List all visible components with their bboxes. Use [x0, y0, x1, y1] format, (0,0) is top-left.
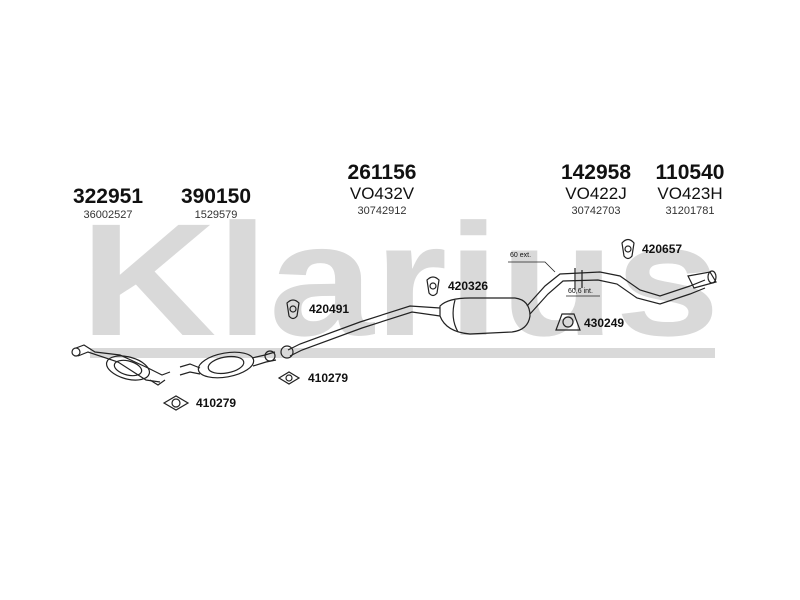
fitting-label-420657[interactable]: 420657 — [642, 242, 683, 256]
clamp-430249 — [555, 313, 581, 331]
centre-silencer — [439, 297, 531, 335]
part-code: VO432V — [349, 184, 415, 203]
part-reference: 31201781 — [665, 205, 715, 217]
fitting-label-410279-a[interactable]: 410279 — [308, 371, 349, 385]
part-322951[interactable]: 322951 36002527 — [58, 186, 158, 222]
gasket-410279-a — [277, 371, 301, 385]
catalyst-2 — [197, 351, 255, 379]
hanger-420326 — [426, 276, 440, 297]
part-reference: 1529579 — [194, 209, 238, 221]
part-code: VO423H — [657, 184, 723, 203]
part-number: 142958 — [560, 161, 632, 184]
front-pipe — [75, 344, 171, 376]
part-number: 322951 — [72, 185, 144, 208]
fitting-label-430249[interactable]: 430249 — [584, 316, 625, 330]
rear-pipe — [526, 271, 706, 307]
part-142958[interactable]: 142958 VO422J 30742703 — [546, 162, 646, 218]
part-390150[interactable]: 390150 1529579 — [166, 186, 266, 222]
hanger-420657 — [621, 238, 635, 260]
gasket-410279-b — [162, 395, 190, 411]
fitting-label-420491[interactable]: 420491 — [309, 302, 350, 316]
watermark-underline — [90, 348, 715, 358]
watermark-text: Klarius — [80, 190, 720, 369]
part-reference: 30742703 — [571, 205, 621, 217]
part-261156[interactable]: 261156 VO432V 30742912 — [332, 162, 432, 218]
fitting-label-420326[interactable]: 420326 — [448, 279, 489, 293]
part-reference: 30742912 — [357, 205, 407, 217]
annotation-int: 60,6 int. — [568, 288, 593, 295]
part-reference: 36002527 — [83, 209, 133, 221]
catalyst-1 — [105, 355, 151, 381]
part-number: 110540 — [655, 161, 725, 184]
hanger-420491 — [286, 299, 300, 320]
fitting-label-410279-b[interactable]: 410279 — [196, 396, 237, 410]
part-number: 390150 — [180, 185, 252, 208]
part-number: 261156 — [347, 161, 417, 184]
tail-pipe — [687, 271, 717, 289]
annotation-ext: 60 ext. — [510, 252, 532, 259]
mid-pipe — [287, 305, 441, 351]
part-code: VO422J — [565, 184, 627, 203]
part-110540[interactable]: 110540 VO423H 31201781 — [640, 162, 740, 218]
